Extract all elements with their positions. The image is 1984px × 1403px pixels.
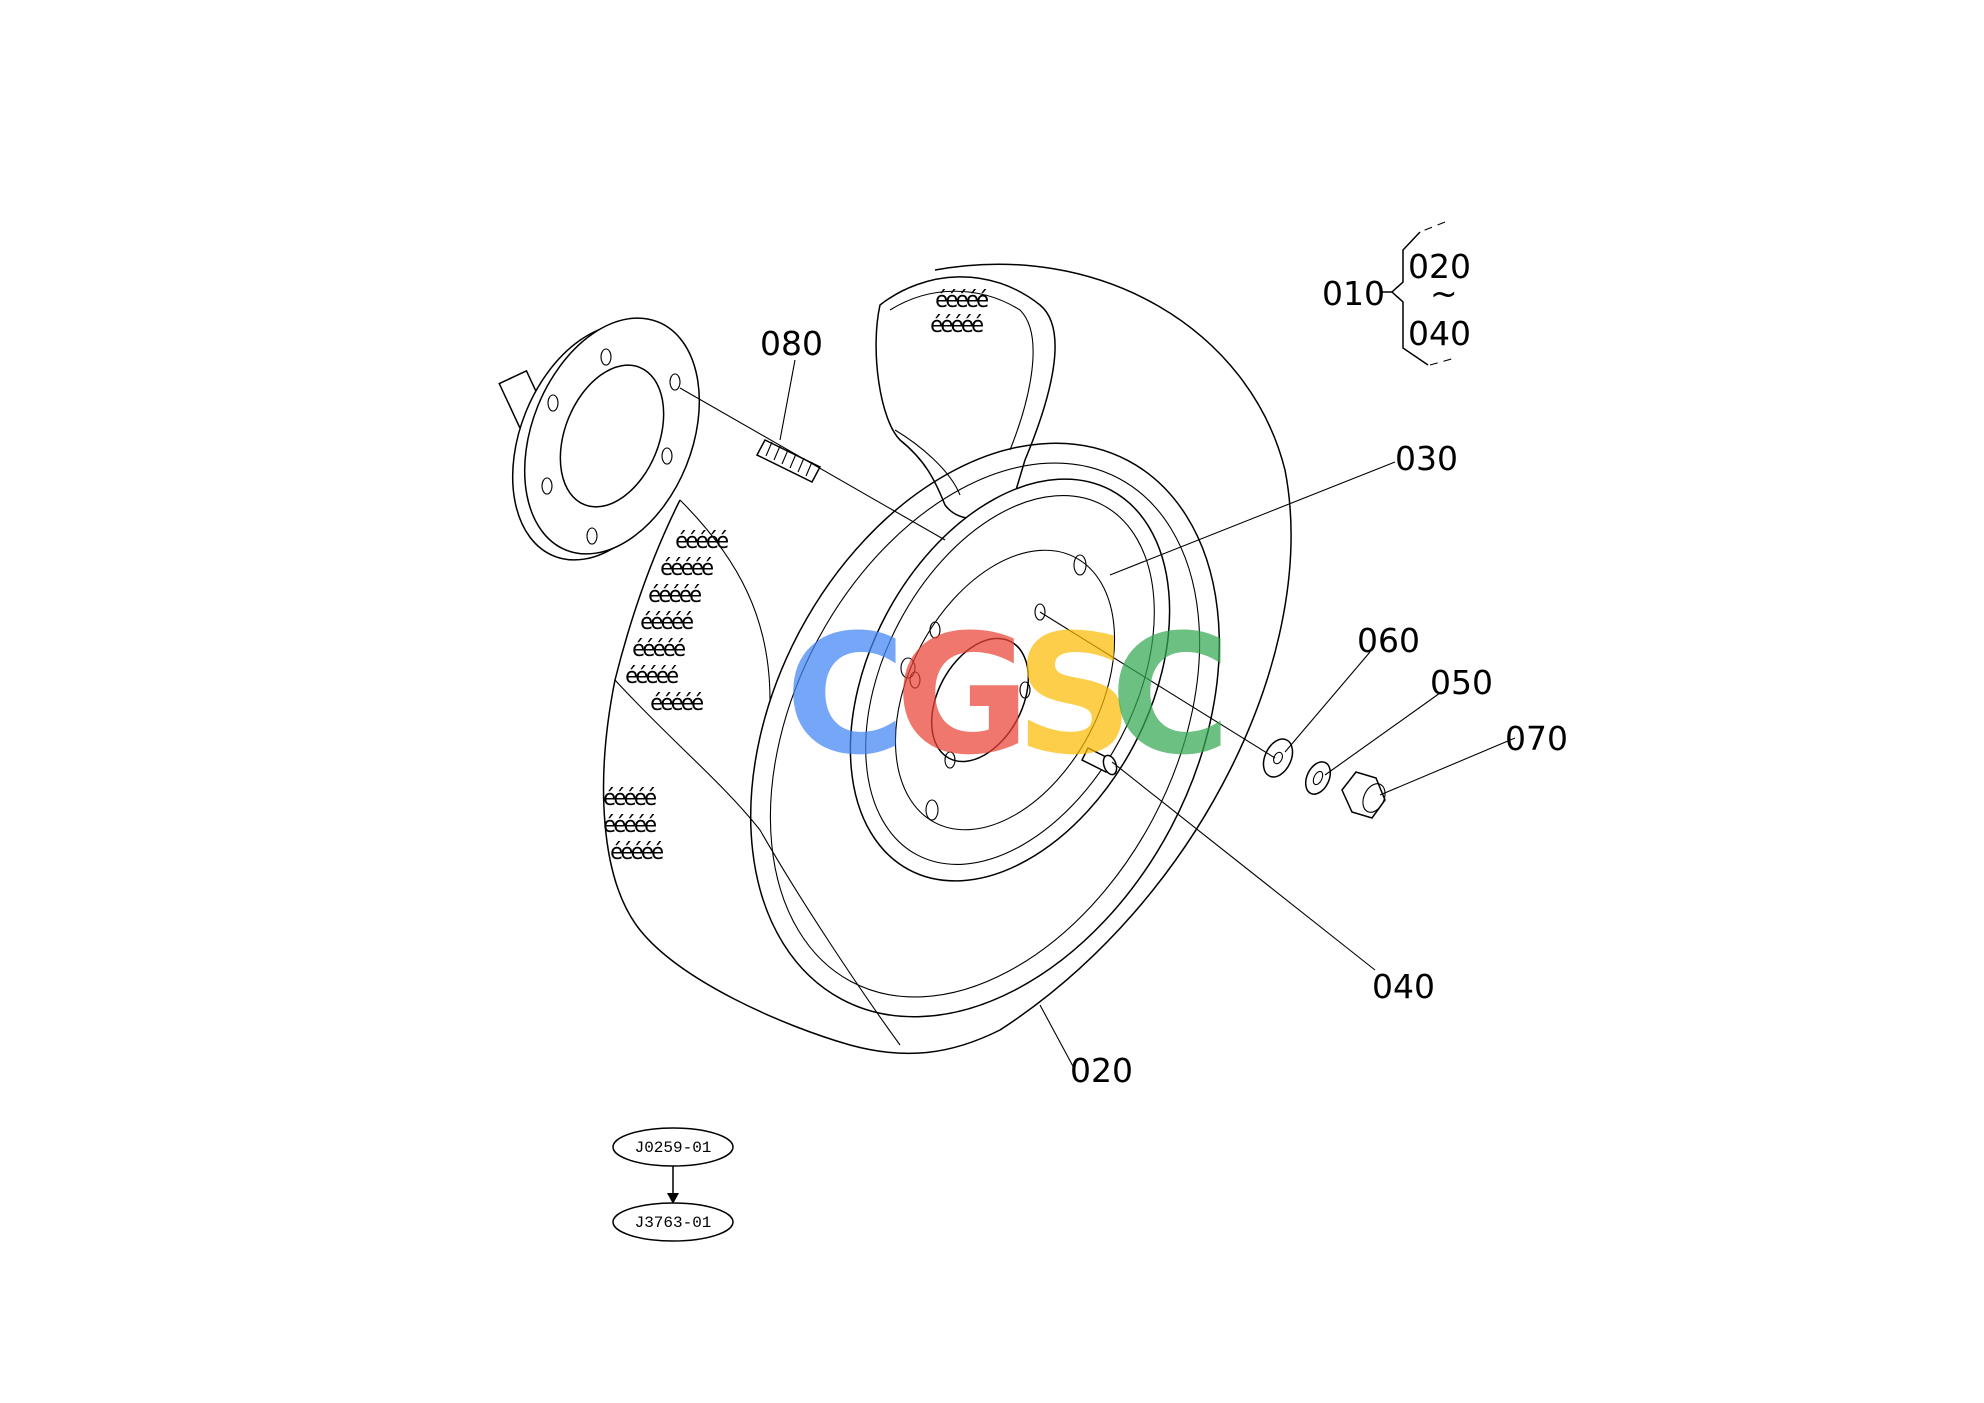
reference-codes: J0259-01 J3763-01	[612, 1127, 734, 1242]
tread-row-6: ééééé	[640, 610, 693, 635]
tread-row-1: ééééé	[935, 288, 988, 313]
tread-row-4: ééééé	[660, 556, 713, 581]
tread-pattern: ééééé ééééé ééééé ééééé ééééé ééééé éééé…	[603, 288, 991, 865]
callout-050: 050	[1430, 663, 1493, 702]
tread-row-2: ééééé	[930, 313, 983, 338]
ref-prev-code: J0259-01	[635, 1139, 712, 1157]
callout-080: 080	[760, 324, 823, 363]
range-separator: ~	[1430, 274, 1458, 313]
tread-row-11: ééééé	[603, 813, 656, 838]
callouts: 010 020 ~ 040 080 030 060 050 070 040 02…	[760, 247, 1568, 1090]
callout-040: 040	[1372, 967, 1435, 1006]
watermark-letter-4: C	[1110, 599, 1231, 791]
callout-070: 070	[1505, 719, 1568, 758]
tread-row-3: ééééé	[675, 529, 728, 554]
callout-030: 030	[1395, 439, 1458, 478]
washer-060	[1262, 738, 1294, 778]
watermark-letter-3: S	[1015, 599, 1134, 791]
tread-row-10: ééééé	[603, 786, 656, 811]
leader-lines	[679, 359, 1516, 1071]
assembly-bracket	[1380, 221, 1456, 366]
callout-020-bracket: 020	[1408, 247, 1471, 286]
wheel-rim	[849, 478, 1171, 882]
ref-current-code: J3763-01	[635, 1214, 712, 1232]
hub-flange	[498, 317, 701, 561]
spring-washer-050	[1304, 761, 1332, 795]
callout-060: 060	[1357, 621, 1420, 660]
callout-020: 020	[1070, 1051, 1133, 1090]
watermark-letter-2: G	[895, 599, 1030, 791]
watermark: C G S C	[785, 599, 1231, 791]
nut-070	[1341, 771, 1386, 819]
tread-row-8: ééééé	[625, 664, 678, 689]
tread-row-12: ééééé	[610, 840, 663, 865]
tread-row-7: ééééé	[632, 637, 685, 662]
watermark-letter-1: C	[785, 599, 906, 791]
callout-010: 010	[1322, 274, 1385, 313]
stud-bolt	[755, 439, 822, 483]
tread-row-5: ééééé	[648, 583, 701, 608]
callout-040-bracket: 040	[1408, 314, 1471, 353]
tire	[602, 263, 1292, 1055]
valve-stem	[1080, 746, 1118, 776]
tread-row-9: ééééé	[650, 691, 703, 716]
